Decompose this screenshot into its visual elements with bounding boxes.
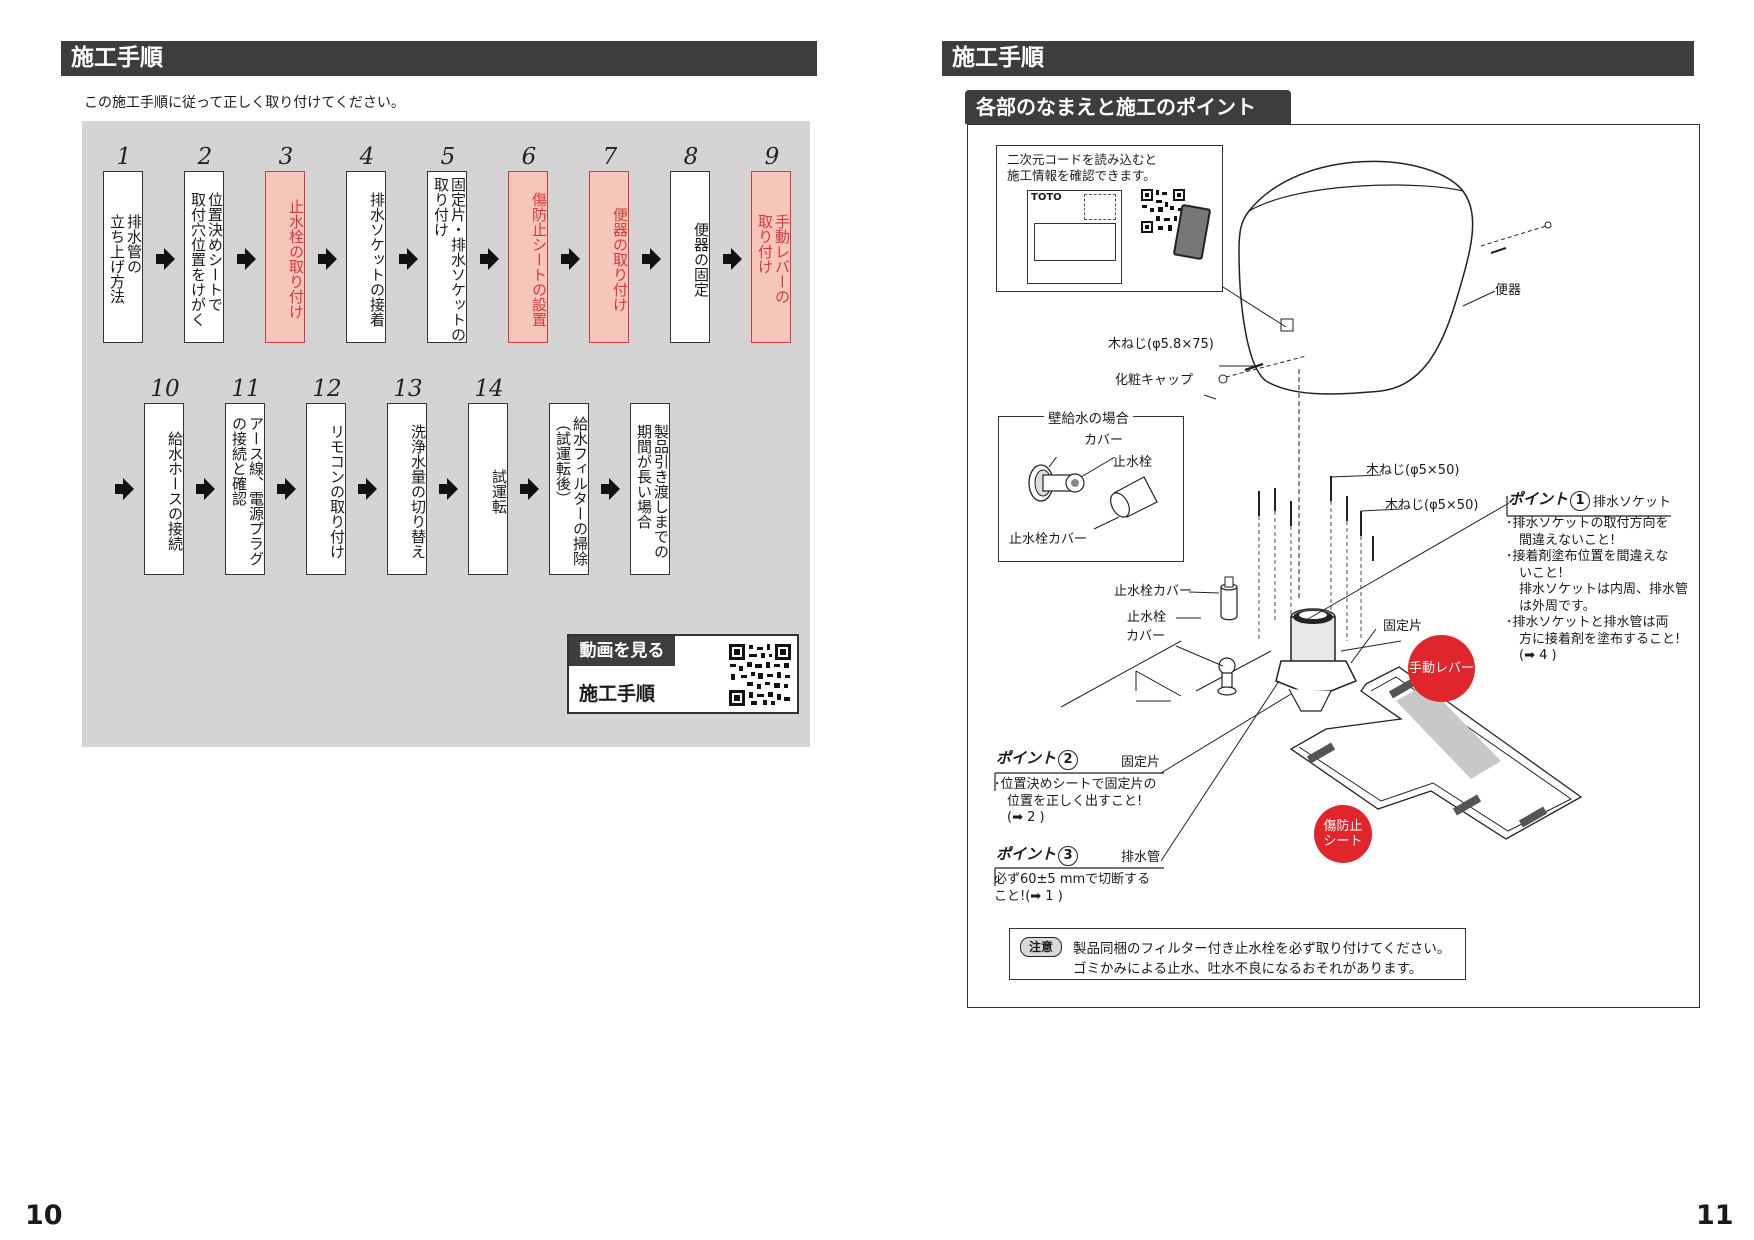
- qr-info-box: 二次元コードを読み込むと 施工情報を確認できます。 TOTO: [996, 145, 1223, 292]
- step-4: 4 排水ソケットの接着: [346, 144, 386, 343]
- label-stop-valve: 止水栓: [1113, 455, 1153, 470]
- toto-logo: TOTO: [1031, 192, 1062, 203]
- step-11: 11 アース線、電源プラグ の接続と確認: [225, 376, 265, 575]
- badge-manual-lever: 手動レバー: [1408, 635, 1475, 702]
- step-label: 試運転: [490, 468, 508, 514]
- step-number: 5: [440, 144, 456, 170]
- step-number: 14: [474, 376, 504, 402]
- badge-scratch-sheet: 傷防止 シート: [1314, 805, 1372, 863]
- step-label: 固定片・排水ソケットの 取り付け: [432, 176, 467, 342]
- step-9: 9 手動レバーの 取り付け: [751, 144, 791, 343]
- toilet-bowl-shape: [1238, 160, 1474, 395]
- point-3-subject: 排水管: [1121, 850, 1161, 865]
- step-number: 8: [683, 144, 699, 170]
- section-subheader: 各部のなまえと施工のポイント: [965, 90, 1291, 124]
- step-10: 10 給水ホースの接続: [144, 376, 184, 575]
- label-toilet: 便器: [1495, 283, 1522, 298]
- step-label: 位置決めシートで 取付穴位置をけがく: [189, 191, 224, 327]
- step-number: 1: [116, 144, 132, 170]
- video-tag: 動画を見る: [569, 636, 675, 666]
- step-label: 傷防止シートの設置: [530, 191, 548, 327]
- label-card: TOTO: [1027, 190, 1122, 284]
- qr-code-icon[interactable]: [727, 642, 793, 708]
- label-stop-valve-2: 止水栓: [1127, 610, 1167, 625]
- procedure-panel: 1 排水管の 立ち上げ方法 2 位置決めシートで 取付穴位置をけがく 3 止水栓…: [82, 121, 810, 747]
- label-wood-screw-small-2: 木ねじ(φ5×50): [1385, 498, 1479, 513]
- step-number: 2: [197, 144, 213, 170]
- step-3: 3 止水栓の取り付け: [265, 144, 305, 343]
- step-7: 7 便器の取り付け: [589, 144, 629, 343]
- step-12: 12 リモコンの取り付け: [306, 376, 346, 575]
- step-long-period: 製品引き渡しまでの 期間が長い場合: [630, 403, 670, 575]
- step-label: 止水栓の取り付け: [287, 199, 305, 319]
- step-label: 便器の固定: [692, 221, 710, 297]
- step-label: 給水ホースの接続: [166, 431, 184, 551]
- label-wood-screw-large: 木ねじ(φ5.8×75): [1108, 337, 1214, 352]
- step-label: 給水フィルターの掃除 （試運転後）: [554, 416, 589, 566]
- page-number-right: 11: [1696, 1200, 1734, 1231]
- installation-diagram: [994, 160, 1671, 886]
- label-wood-screw-small-1: 木ねじ(φ5×50): [1366, 463, 1460, 478]
- step-number: 10: [150, 376, 180, 402]
- right-page-header: 施工手順: [942, 41, 1694, 76]
- step-6: 6 傷防止シートの設置: [508, 144, 548, 343]
- step-label: 洗浄水量の切り替え: [409, 423, 427, 559]
- step-number: 13: [393, 376, 423, 402]
- video-label: 施工手順: [579, 683, 656, 705]
- step-label: 排水ソケットの接着: [368, 191, 386, 327]
- caution-line-1: 製品同梱のフィルター付き止水栓を必ず取り付けてください。: [1073, 941, 1451, 957]
- step-label: リモコンの取り付け: [328, 423, 346, 559]
- step-number: 7: [602, 144, 618, 170]
- label-decorative-cap: 化粧キャップ: [1115, 373, 1194, 388]
- step-5: 5 固定片・排水ソケットの 取り付け: [427, 144, 467, 343]
- step-label: アース線、電源プラグ の接続と確認: [230, 416, 265, 566]
- point-1-subject: 排水ソケット: [1593, 495, 1672, 510]
- label-stop-valve-cover-2: 止水栓カバー: [1114, 584, 1193, 599]
- caution-line-2: ゴミかみによる止水、吐水不良になるおそれがあります。: [1073, 961, 1423, 977]
- point-2-subject: 固定片: [1121, 755, 1161, 770]
- step-label: 便器の取り付け: [611, 206, 629, 312]
- left-page-header: 施工手順: [61, 41, 817, 76]
- step-number: 6: [521, 144, 537, 170]
- stop-valve-illustration: [1028, 457, 1158, 530]
- step-8: 8 便器の固定: [670, 144, 710, 343]
- step-label: 排水管の 立ち上げ方法: [108, 214, 143, 304]
- label-fixing-piece: 固定片: [1383, 619, 1423, 634]
- step-filter-cleaning: 給水フィルターの掃除 （試運転後）: [549, 403, 589, 575]
- step-14: 14 試運転: [468, 376, 508, 575]
- label-cover-2: カバー: [1126, 629, 1166, 644]
- caution-tag: 注意: [1020, 937, 1062, 957]
- intro-text: この施工手順に従って正しく取り付けてください。: [84, 95, 405, 111]
- wall-supply-box: 壁給水の場合 カバー 止水栓 止水栓カバー: [998, 407, 1184, 562]
- step-label: 手動レバーの 取り付け: [756, 214, 791, 304]
- parts-diagram-panel: 二次元コードを読み込むと 施工情報を確認できます。 TOTO 壁給水の場合 カバ…: [967, 124, 1700, 1008]
- step-13: 13 洗浄水量の切り替え: [387, 376, 427, 575]
- wall-supply-title: 壁給水の場合: [1044, 407, 1133, 427]
- point-1-body: ･排水ソケットの取付方向を 間違えないこと! ･接着剤塗布位置を間違えな いこと…: [1506, 516, 1689, 663]
- video-link-box[interactable]: 動画を見る 施工手順: [567, 634, 799, 714]
- step-number: 9: [764, 144, 780, 170]
- step-number: 11: [231, 376, 261, 402]
- caution-note: 注意 製品同梱のフィルター付き止水栓を必ず取り付けてください。 ゴミかみによる止…: [1009, 928, 1466, 980]
- step-1: 1 排水管の 立ち上げ方法: [103, 144, 143, 343]
- page-number-left: 10: [25, 1200, 63, 1231]
- point-2-body: ･位置決めシートで固定片の 位置を正しく出すこと! (➡ 2 ): [994, 777, 1157, 825]
- step-number: 4: [359, 144, 375, 170]
- step-number: 3: [278, 144, 294, 170]
- qr-info-text: 二次元コードを読み込むと 施工情報を確認できます。: [1007, 152, 1158, 183]
- label-cover: カバー: [1084, 433, 1124, 448]
- label-stop-valve-cover: 止水栓カバー: [1009, 532, 1088, 547]
- step-2: 2 位置決めシートで 取付穴位置をけがく: [184, 144, 224, 343]
- point-3-body: 必ず60±5 mmで切断する こと!(➡ 1 ): [994, 872, 1151, 904]
- step-number: 12: [312, 376, 342, 402]
- step-label: 製品引き渡しまでの 期間が長い場合: [635, 423, 670, 559]
